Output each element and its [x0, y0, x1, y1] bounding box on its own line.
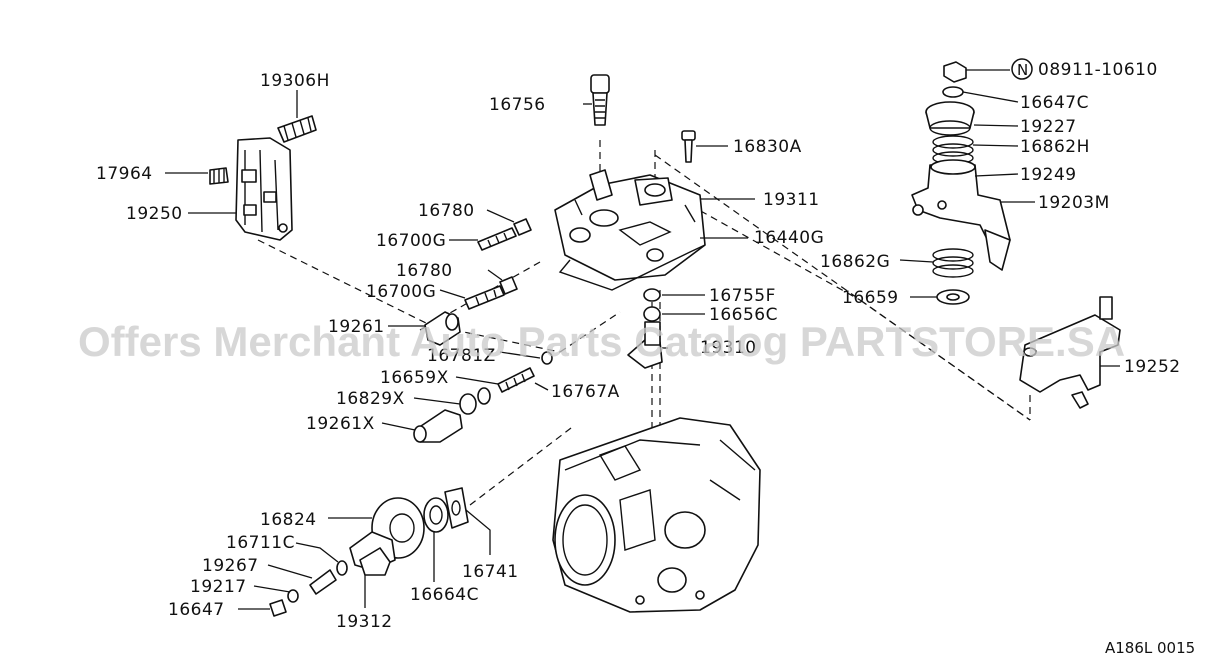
- gear-16664C: [423, 497, 449, 533]
- marker-letter: N: [1017, 61, 1028, 79]
- callout-16781Z[interactable]: 16781Z: [427, 346, 496, 366]
- callout-16656C[interactable]: 16656C: [709, 305, 778, 325]
- callout-16862H[interactable]: 16862H: [1020, 137, 1090, 157]
- callout-16767A[interactable]: 16767A: [551, 382, 620, 402]
- callout-19261X[interactable]: 19261X: [306, 414, 375, 434]
- plug-19261: [424, 311, 461, 346]
- ring-16711C: [336, 560, 348, 576]
- callout-19217[interactable]: 19217: [190, 577, 247, 597]
- governor-cover-19311: [554, 169, 706, 291]
- seal-16829X: [459, 387, 491, 415]
- callout-16780-b[interactable]: 16780: [396, 261, 453, 281]
- washer-16647C: [942, 86, 964, 98]
- callout-16659X[interactable]: 16659X: [380, 368, 449, 388]
- callout-19203M[interactable]: 19203M: [1038, 193, 1110, 213]
- callout-19310[interactable]: 19310: [700, 338, 757, 358]
- callout-19312[interactable]: 19312: [336, 612, 393, 632]
- callout-labels: 19306H 17964 19250 16756 16830A 19311 16…: [96, 60, 1181, 632]
- callout-16756[interactable]: 16756: [489, 95, 546, 115]
- callout-16755F[interactable]: 16755F: [709, 286, 776, 306]
- plug-19261X: [413, 409, 463, 443]
- callout-16862G[interactable]: 16862G: [820, 252, 890, 272]
- callout-16824[interactable]: 16824: [260, 510, 317, 530]
- pump-housing: [552, 417, 761, 613]
- callout-16647C[interactable]: 16647C: [1020, 93, 1089, 113]
- cap-16647: [269, 599, 287, 617]
- callout-16659[interactable]: 16659: [842, 288, 899, 308]
- callout-16830A[interactable]: 16830A: [733, 137, 802, 157]
- callout-16700G-a[interactable]: 16700G: [376, 231, 446, 251]
- body-19312: [359, 547, 391, 576]
- callout-19261[interactable]: 19261: [328, 317, 385, 337]
- callout-16647[interactable]: 16647: [168, 600, 225, 620]
- callout-16741[interactable]: 16741: [462, 562, 519, 582]
- callout-16440G[interactable]: 16440G: [754, 228, 824, 248]
- cap-19227: [925, 101, 975, 136]
- reference-code: A186L 0015: [1105, 639, 1195, 657]
- callout-16829X[interactable]: 16829X: [336, 389, 405, 409]
- shaft-19310: [627, 288, 663, 369]
- callout-19249[interactable]: 19249: [1020, 165, 1077, 185]
- spring-16862H: [932, 135, 974, 165]
- circled-n-marker: N: [1011, 58, 1033, 80]
- housing-19249-19203M: [911, 159, 1011, 271]
- leader-lines: [165, 69, 1120, 610]
- callout-16700G-b[interactable]: 16700G: [366, 282, 436, 302]
- bolt-16830A: [681, 130, 696, 163]
- callout-08911-10610[interactable]: 08911-10610: [1038, 60, 1158, 80]
- callout-16711C[interactable]: 16711C: [226, 533, 295, 553]
- screw-16767A: [497, 351, 553, 393]
- callout-19227[interactable]: 19227: [1020, 117, 1077, 137]
- callout-16780-a[interactable]: 16780: [418, 201, 475, 221]
- bracket-19250: [209, 115, 317, 241]
- callout-19311[interactable]: 19311: [763, 190, 820, 210]
- gasket-16741: [444, 487, 469, 529]
- callout-19306H[interactable]: 19306H: [260, 71, 330, 91]
- lever-19252: [1019, 296, 1121, 409]
- nut-08911-10610: [943, 61, 967, 83]
- bolt-16756: [590, 74, 610, 126]
- stud-16700G-lower: [464, 276, 518, 310]
- screw-19267: [309, 569, 337, 595]
- callout-19252[interactable]: 19252: [1124, 357, 1181, 377]
- callout-19267[interactable]: 19267: [202, 556, 259, 576]
- callout-16664C[interactable]: 16664C: [410, 585, 479, 605]
- stud-16700G-upper: [477, 218, 532, 251]
- watermark-text: Offers Merchant Auto Parts Catalog PARTS…: [78, 318, 1125, 365]
- spring-16862G: [932, 248, 974, 278]
- seal-19217: [287, 589, 299, 603]
- washer-16659: [936, 289, 970, 305]
- callout-19250[interactable]: 19250: [126, 204, 183, 224]
- callout-17964[interactable]: 17964: [96, 164, 153, 184]
